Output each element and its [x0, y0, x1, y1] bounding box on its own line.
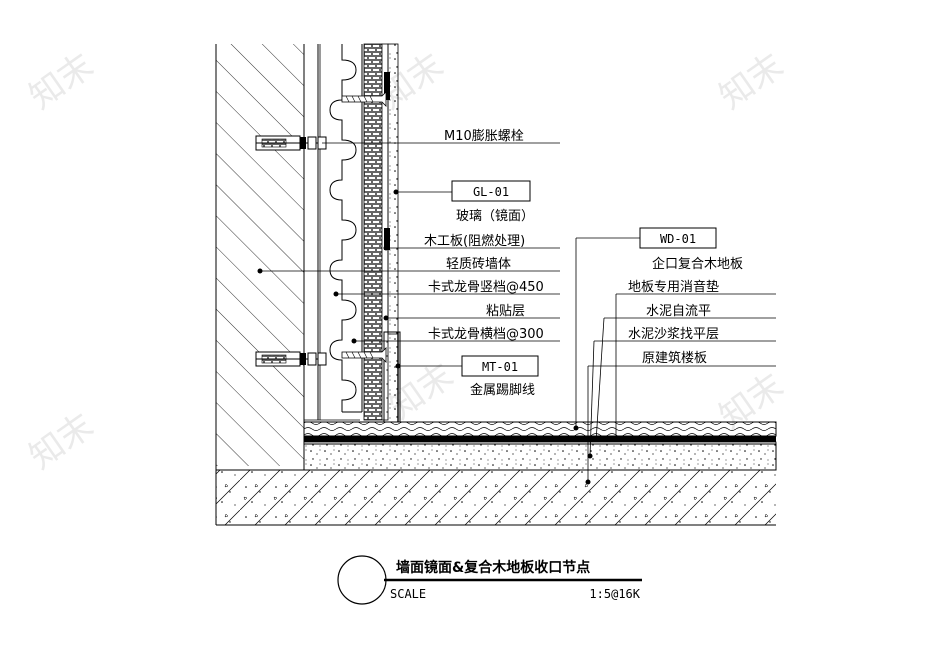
- wd-01-tag: WD-01: [639, 227, 717, 249]
- label-keel-vertical: 卡式龙骨竖档@450: [428, 280, 544, 295]
- scale-value: 1:5@16K: [589, 587, 640, 601]
- detail-circle: [337, 555, 387, 605]
- leader-lines: [260, 142, 776, 482]
- label-selflevel: 水泥自流平: [646, 304, 711, 319]
- watermark-text: 知末: [22, 46, 101, 118]
- scale-label: SCALE: [390, 587, 426, 601]
- label-underlay: 地板专用消音垫: [628, 279, 719, 295]
- label-bolt: M10膨胀螺栓: [444, 129, 524, 144]
- floor-labels: 企口复合木地板 地板专用消音垫 水泥自流平 水泥沙浆找平层 原建筑楼板: [628, 256, 743, 366]
- watermark-text: 知末: [712, 46, 791, 118]
- screw-lower: [341, 347, 387, 363]
- keel-profile: [329, 44, 363, 413]
- label-brickwall: 轻质砖墙体: [446, 257, 511, 272]
- label-keel-horizontal: 卡式龙骨横档@300: [428, 327, 544, 342]
- label-glass: 玻璃（镜面）: [456, 209, 534, 224]
- screw-upper: [341, 91, 387, 107]
- gl-01-code: GL-01: [473, 185, 509, 199]
- gl-01-tag: GL-01: [451, 180, 531, 202]
- expansion-bolt-lower: [255, 351, 327, 367]
- watermark-text: 知末: [22, 406, 101, 478]
- mt-01-tag: MT-01: [461, 355, 539, 377]
- wall-labels: M10膨胀螺栓 玻璃（镜面） 木工板(阻燃处理) 轻质砖墙体 卡式龙骨竖档@45…: [424, 129, 544, 398]
- label-woodboard: 木工板(阻燃处理): [424, 233, 525, 249]
- metal-skirting: [383, 331, 401, 423]
- wd-01-code: WD-01: [660, 232, 696, 246]
- mt-01-code: MT-01: [482, 360, 518, 374]
- label-skirting: 金属踢脚线: [470, 382, 535, 398]
- label-floor: 企口复合木地板: [652, 256, 743, 272]
- label-screed: 水泥沙浆找平层: [628, 327, 719, 342]
- existing-wall: [215, 44, 305, 466]
- leader-dots: [257, 189, 593, 485]
- floor-layers: [215, 421, 777, 526]
- label-adhesive: 粘贴层: [486, 304, 525, 319]
- label-structure: 原建筑楼板: [642, 350, 707, 366]
- drawing-title: 墙面镜面&复合木地板收口节点: [396, 559, 590, 576]
- title-block: 墙面镜面&复合木地板收口节点 SCALE 1:5@16K: [337, 555, 642, 605]
- expansion-bolt-upper: [255, 135, 327, 151]
